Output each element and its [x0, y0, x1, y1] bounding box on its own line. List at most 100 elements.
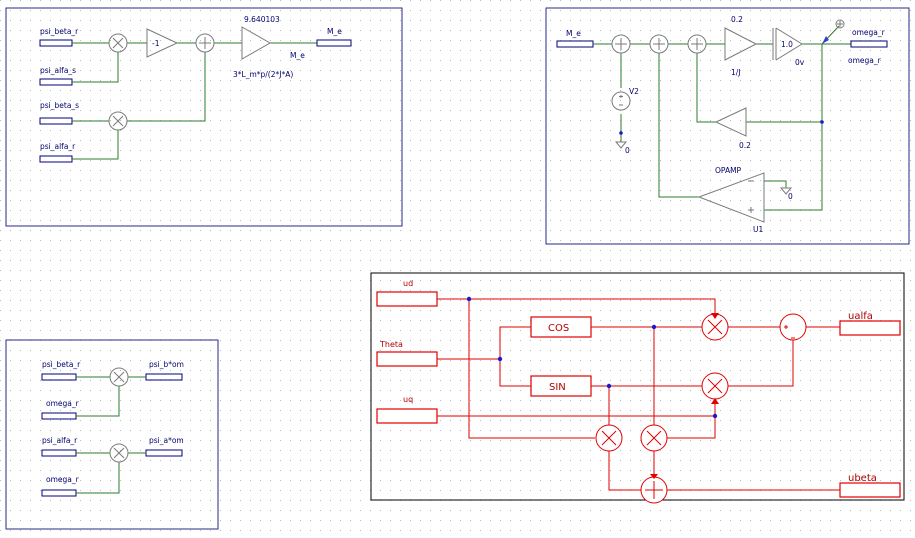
summer-1[interactable]	[195, 33, 215, 53]
multiplier-2[interactable]	[108, 111, 128, 131]
label-psi-b-om: psi_b*om	[149, 360, 184, 369]
integrator-block[interactable]	[772, 27, 803, 61]
products-subcircuit[interactable]: psi_beta_r omega_r psi_b*om psi_alfa_r o…	[5, 339, 219, 530]
terminal-psi-alfa-r[interactable]	[41, 449, 77, 457]
neg-gain-block[interactable]: -1	[146, 28, 179, 58]
wire	[468, 299, 595, 439]
wire	[728, 340, 794, 387]
node	[712, 413, 718, 419]
terminal-m-e-out[interactable]	[316, 39, 352, 47]
terminal-ud[interactable]	[376, 291, 438, 307]
torque-gain-value: 9.640103	[244, 15, 280, 24]
terminal-omega-r[interactable]	[41, 489, 77, 497]
torque-subcircuit[interactable]: psi_beta_r psi_alfa_s psi_beta_s psi_alf…	[5, 7, 403, 227]
label-psi-alfa-r: psi_alfa_r	[40, 142, 76, 151]
wire	[696, 53, 716, 123]
label-psi-a-om: psi_a*om	[149, 436, 184, 445]
source-name: V2	[629, 87, 639, 96]
terminal-psi-alfa-r[interactable]	[39, 155, 73, 163]
label-uq: uq	[403, 395, 413, 404]
terminal-uq[interactable]	[376, 408, 438, 424]
torque-gain-block[interactable]	[241, 26, 272, 60]
summer-6[interactable]	[640, 476, 668, 504]
wire	[76, 386, 120, 417]
label-ubeta: ubeta	[848, 473, 877, 484]
terminal-omega-r[interactable]	[41, 412, 77, 420]
terminal-theta[interactable]	[376, 351, 438, 367]
terminal-omega-r-out[interactable]	[850, 40, 888, 48]
label-psi-alfa-s: psi_alfa_s	[40, 66, 76, 75]
inertia-gain-expression: 1/J	[731, 68, 741, 77]
terminal-psi-a-om[interactable]	[145, 449, 183, 457]
terminal-ubeta[interactable]	[839, 482, 901, 498]
transform-frame	[370, 272, 905, 501]
terminal-psi-b-om[interactable]	[145, 373, 183, 381]
opamp-block[interactable]	[697, 172, 765, 223]
multiplier-4[interactable]	[109, 443, 129, 463]
wire	[72, 52, 119, 83]
node	[820, 120, 824, 124]
terminal-psi-alfa-s[interactable]	[39, 78, 73, 86]
mech-output-label: omega_r	[852, 28, 886, 37]
terminal-psi-beta-r[interactable]	[41, 373, 77, 381]
terminal-m-e-in[interactable]	[556, 40, 594, 48]
sin-block[interactable]	[530, 375, 592, 397]
multiplier-1[interactable]	[108, 33, 128, 53]
ground-label-2: 0	[788, 192, 793, 201]
wire	[499, 359, 531, 387]
wire	[658, 53, 699, 198]
multiplier-8[interactable]	[640, 424, 668, 452]
products-frame	[5, 339, 219, 530]
cos-label: COS	[548, 323, 569, 334]
wire	[437, 326, 531, 360]
transform-subcircuit[interactable]: ud Theta uq COS SIN	[370, 272, 905, 504]
node	[619, 131, 623, 135]
mech-input-label: M_e	[566, 29, 581, 38]
mechanics-frame	[545, 7, 910, 245]
wire	[76, 462, 120, 494]
multiplier-5[interactable]	[701, 313, 729, 341]
summer-4[interactable]	[687, 34, 707, 54]
multiplier-3[interactable]	[109, 367, 129, 387]
summer-3[interactable]	[649, 34, 669, 54]
label-psi-beta-s: psi_beta_s	[40, 101, 79, 110]
summer-2[interactable]	[611, 34, 631, 54]
mechanics-subcircuit[interactable]: M_e V2	[545, 7, 910, 245]
opamp-name: OPAMP	[715, 166, 742, 175]
ground-icon	[779, 187, 793, 195]
label-theta: Theta	[379, 340, 403, 349]
wire	[764, 122, 823, 211]
cos-block[interactable]	[530, 316, 592, 338]
label-ud: ud	[403, 279, 413, 288]
label-psi-beta-r: psi_beta_r	[40, 27, 79, 36]
opamp-reference: U1	[753, 225, 763, 234]
probe-icon[interactable]	[822, 19, 845, 44]
multiplier-7[interactable]	[595, 424, 623, 452]
terminal-psi-beta-s[interactable]	[39, 117, 73, 125]
wire	[72, 130, 119, 160]
terminal-psi-beta-r[interactable]	[39, 39, 73, 47]
summer-5[interactable]	[779, 313, 807, 341]
inertia-gain-block[interactable]	[724, 27, 758, 61]
torque-frame	[5, 7, 403, 227]
mech-output-net-label: omega_r	[848, 56, 882, 65]
integrator-initial: 0v	[795, 58, 805, 67]
terminal-ualfa[interactable]	[839, 320, 901, 336]
multiplier-6[interactable]	[701, 372, 729, 400]
torque-gain-expression: 3*L_m*p/(2*J*A)	[233, 70, 293, 79]
node	[466, 296, 472, 302]
arrow-icon	[711, 398, 719, 404]
label-omega-r: omega_r	[46, 475, 80, 484]
neg-gain-value: -1	[152, 39, 160, 48]
voltage-source-v2[interactable]	[611, 91, 631, 111]
torque-output-terminal-label: M_e	[327, 27, 342, 36]
integrator-gain: 1.0	[781, 40, 793, 49]
feedback-gain-value: 0.2	[739, 141, 751, 150]
wire	[608, 451, 641, 491]
wire	[127, 52, 206, 122]
feedback-gain-block[interactable]	[714, 107, 747, 137]
node	[497, 356, 503, 362]
